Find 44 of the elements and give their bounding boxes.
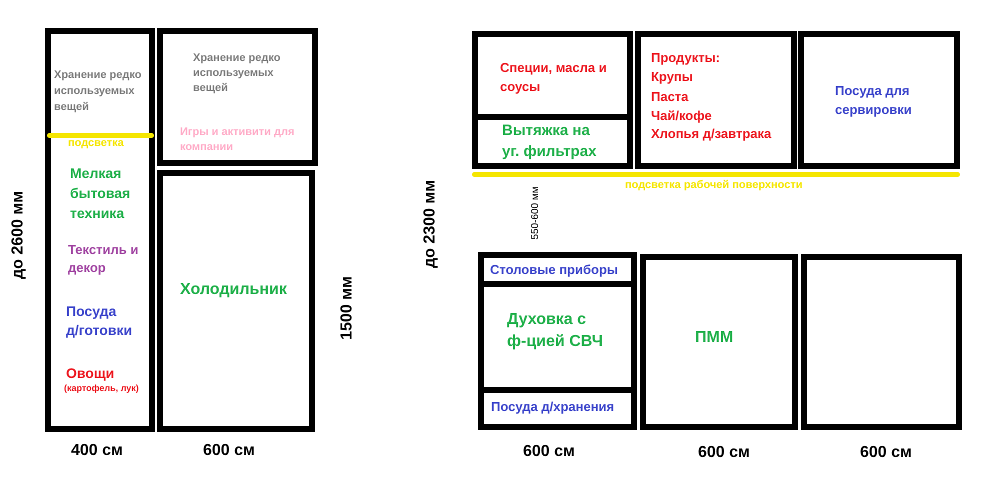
cabinet-label: Крупы	[651, 68, 693, 85]
cabinet-label: Игры и активити для компании	[180, 125, 296, 155]
lighting-label: подсветка	[68, 137, 124, 150]
cabinet-label: Столовые приборы	[490, 262, 618, 278]
cabinet-label: Чай/кофе	[651, 107, 712, 124]
dimension-label: 600 см	[203, 441, 255, 460]
cabinet-label: Вытяжка на уг. фильтрах	[502, 121, 598, 162]
cabinet-label: (картофель, лук)	[64, 383, 139, 394]
cabinet-box	[801, 254, 962, 430]
dimension-label: 400 см	[71, 441, 123, 460]
lighting-label: подсветка рабочей поверхности	[625, 179, 803, 192]
dimension-label: до 2300 мм	[420, 180, 440, 268]
cabinet-label: Овощи	[66, 365, 114, 382]
cabinet-box	[478, 252, 637, 287]
cabinet-label: ПММ	[695, 328, 734, 348]
cabinet-label: Духовка с ф-цией СВЧ	[507, 310, 603, 352]
cabinet-label: Посуда для сервировки	[835, 82, 913, 119]
cabinet-label: Паста	[651, 88, 688, 105]
cabinet-box	[478, 393, 637, 430]
cabinet-box	[478, 287, 637, 393]
dimension-label: 1500 мм	[338, 276, 356, 340]
cabinet-box	[157, 170, 315, 432]
cabinet-label: Посуда д/хранения	[491, 399, 614, 415]
cabinet-label: Холодильник	[180, 280, 287, 300]
cabinet-label: Специи, масла и соусы	[500, 59, 608, 96]
cabinet-label: Посуда д/готовки	[66, 302, 134, 340]
cabinet-label: Хранение редко используемых вещей	[193, 51, 282, 96]
cabinet-label: Хлопья д/завтрака	[651, 125, 772, 142]
cabinet-box	[798, 31, 960, 169]
dimension-label: 600 см	[698, 443, 750, 462]
cabinet-label: Хранение редко используемых вещей	[54, 68, 142, 115]
cabinet-label: Текстиль и декор	[68, 241, 140, 277]
cabinet-label: Продукты:	[651, 49, 720, 66]
cabinet-box	[472, 120, 633, 169]
cabinet-box	[157, 28, 318, 166]
cabinet-box	[635, 31, 797, 169]
dimension-label: 600 см	[860, 443, 912, 462]
cabinet-label: Мелкая бытовая техника	[70, 164, 132, 223]
cabinet-box	[45, 28, 155, 432]
cabinet-box	[640, 254, 798, 430]
dimension-label: 600 см	[523, 442, 575, 461]
dimension-label: 550-600 мм	[530, 186, 542, 240]
dimension-label: до 2600 мм	[8, 190, 28, 280]
cabinet-box	[472, 31, 633, 120]
